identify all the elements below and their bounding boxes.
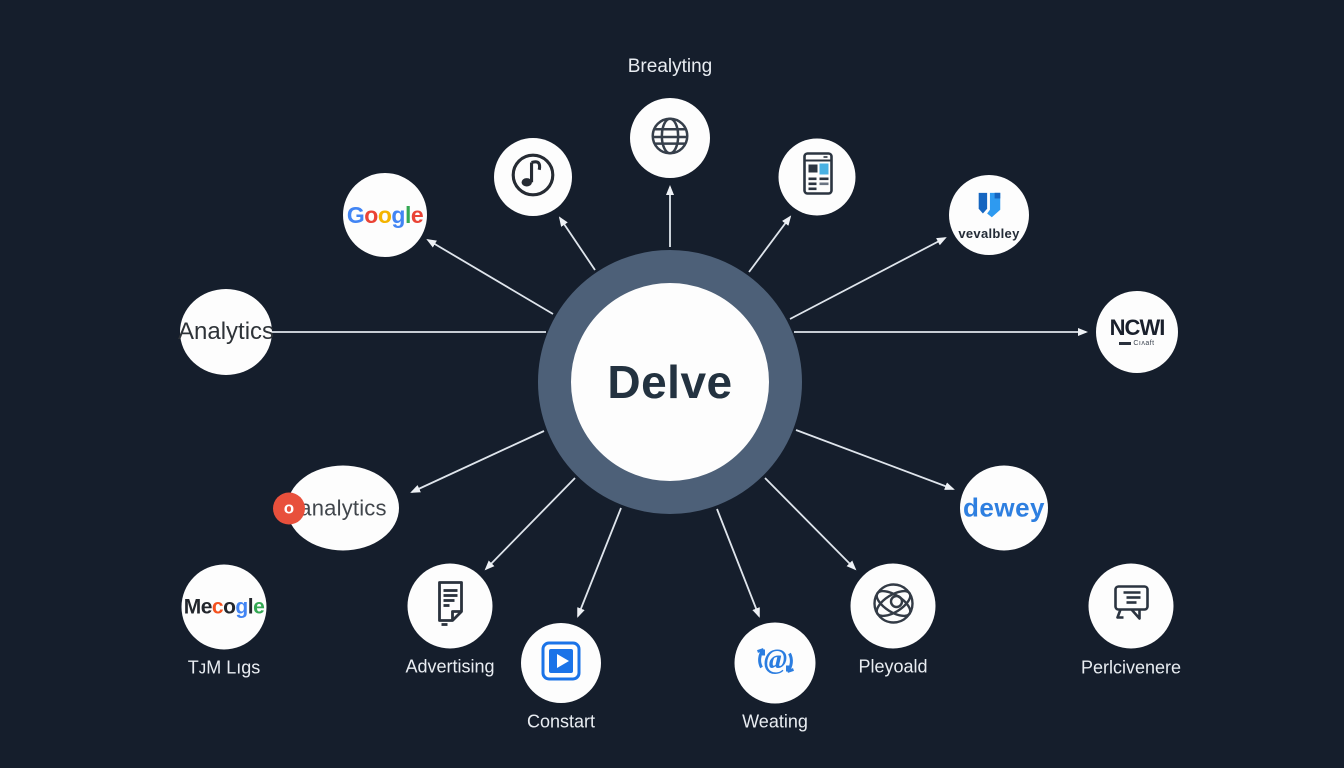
document-icon: [426, 577, 474, 636]
brealyting-caption: Brealyting: [627, 56, 713, 77]
chat-bubble-icon: [1106, 580, 1156, 633]
hub-node: Delve: [538, 250, 802, 514]
at-sync-icon: @: [749, 635, 801, 692]
dewey-node: dewey: [960, 465, 1048, 551]
vevalbley-node: vevalbley: [949, 175, 1029, 255]
arrow-to-advertising: [484, 477, 576, 571]
mecogle-caption: TᴊM Lıgs: [187, 657, 261, 678]
svg-text:@: @: [763, 645, 786, 676]
weating-node: @: [734, 622, 816, 704]
constart-caption: Constart: [526, 711, 596, 732]
google-logo: Google: [346, 201, 424, 228]
hub-label: Delve: [607, 356, 733, 408]
ncwi-node: NCWI Cıʌaft: [1096, 291, 1178, 373]
dewey-label: dewey: [963, 492, 1045, 523]
globe-icon: [647, 113, 693, 164]
analytics-lower-node: o analytics: [273, 465, 399, 551]
perlcivenere-caption: Perlcivenere: [1080, 657, 1182, 678]
mecogle-logo: Mecogle: [183, 595, 265, 618]
sketch-globe-icon: [867, 578, 919, 635]
arrow-to-weating: [716, 508, 760, 618]
music-node: [494, 138, 572, 216]
analytics-badge: o: [273, 492, 305, 524]
music-note-icon: [508, 150, 558, 205]
vevalbley-label: vevalbley: [958, 225, 1020, 241]
google-node: Google: [343, 173, 427, 257]
arrow-to-constart: [577, 507, 622, 618]
arrow-to-vevalbley: [789, 237, 947, 320]
analytics-left-label: Analytics: [177, 318, 275, 345]
shield-logo-icon: [971, 190, 1007, 225]
advertising-caption: Advertising: [405, 656, 495, 677]
arrow-to-google: [426, 238, 554, 315]
play-icon: [538, 638, 584, 689]
ncwi-sublabel: Cıʌaft: [1119, 340, 1154, 347]
weating-caption: Weating: [742, 711, 808, 732]
perlcivenere-node: [1088, 563, 1174, 649]
arrow-to-analytics-lower: [410, 430, 545, 493]
news-icon: [795, 149, 839, 206]
analytics-left-node: Analytics: [177, 289, 275, 375]
arrow-to-news: [748, 215, 792, 273]
brealyting-node: [630, 98, 710, 178]
arrow-to-music: [558, 216, 596, 271]
arrow-to-pleyoald: [764, 477, 857, 571]
pleyoald-caption: Pleyoald: [858, 656, 928, 677]
advertising-node: [407, 563, 493, 649]
news-node: [778, 138, 856, 216]
ncwi-logo: NCWI: [1109, 315, 1166, 340]
constart-node: [521, 623, 601, 703]
analytics-lower-label: analytics: [299, 495, 387, 520]
pleyoald-node: [850, 563, 936, 649]
arrow-to-dewey: [795, 429, 955, 490]
mecogle-node: Mecogle: [181, 564, 267, 650]
